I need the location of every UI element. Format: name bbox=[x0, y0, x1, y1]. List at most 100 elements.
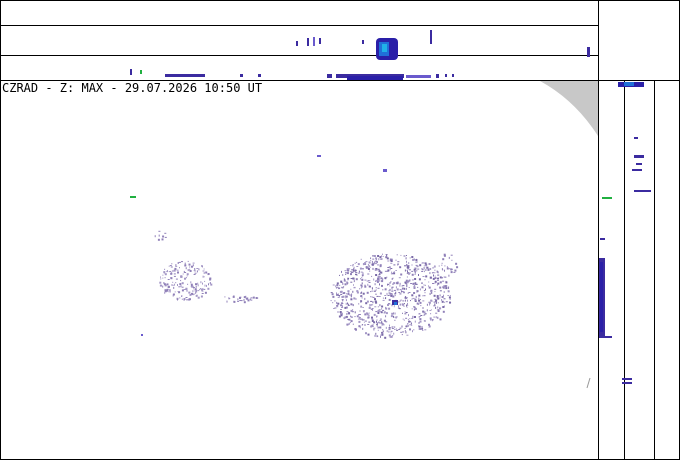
echo-pixel bbox=[395, 270, 397, 271]
echo-pixel bbox=[347, 302, 348, 305]
echo-pixel bbox=[421, 327, 423, 330]
echo-pixel bbox=[368, 280, 371, 282]
echo-pixel bbox=[414, 298, 417, 301]
main-map-echoes bbox=[154, 230, 459, 339]
echo-pixel bbox=[381, 280, 384, 283]
echo-pixel bbox=[401, 285, 403, 287]
echo-pixel bbox=[424, 279, 426, 281]
echo-pixel bbox=[390, 273, 393, 275]
echo-pixel bbox=[406, 272, 408, 274]
echo-pixel bbox=[345, 272, 347, 274]
echo-pixel bbox=[167, 285, 170, 288]
echo-pixel bbox=[385, 307, 388, 310]
echo-pixel bbox=[407, 272, 409, 275]
echo-pixel bbox=[243, 301, 246, 304]
echo-pixel bbox=[362, 263, 364, 266]
echo-pixel bbox=[169, 265, 172, 267]
echo-pixel bbox=[432, 277, 435, 280]
echo-pixel bbox=[401, 299, 403, 301]
echo-pixel bbox=[342, 295, 345, 298]
echo-pixel bbox=[181, 286, 184, 288]
echo-pixel bbox=[375, 281, 377, 282]
echo-pixel bbox=[179, 283, 182, 286]
echo-pixel bbox=[370, 257, 372, 259]
echo-pixel bbox=[382, 256, 384, 257]
echo-pixel bbox=[391, 288, 393, 290]
echo-pixel bbox=[407, 292, 409, 294]
echo-pixel bbox=[374, 289, 376, 291]
echo-pixel bbox=[382, 289, 384, 291]
echo-pixel bbox=[426, 266, 429, 269]
echo-pixel bbox=[247, 297, 249, 300]
echo-pixel bbox=[377, 255, 380, 257]
echo-pixel bbox=[422, 262, 424, 264]
echo-pixel bbox=[192, 287, 195, 288]
echo-pixel bbox=[421, 271, 424, 272]
echo-pixel bbox=[375, 268, 378, 269]
echo-pixel bbox=[394, 293, 397, 295]
echo-pixel bbox=[349, 322, 351, 324]
echo-pixel bbox=[418, 303, 420, 305]
echo-pixel bbox=[439, 318, 442, 321]
echo-pixel bbox=[203, 268, 205, 270]
echo-pixel bbox=[413, 308, 415, 311]
echo-pixel bbox=[368, 282, 371, 283]
echo-pixel bbox=[377, 287, 380, 289]
echo-pixel bbox=[352, 323, 354, 325]
echo-pixel bbox=[438, 265, 440, 267]
echo-pixel bbox=[388, 307, 391, 310]
echo-pixel bbox=[456, 266, 459, 269]
echo-pixel bbox=[358, 320, 361, 323]
echo-pixel bbox=[345, 302, 347, 305]
echo-pixel bbox=[350, 265, 352, 266]
echo-pixel bbox=[415, 295, 417, 298]
echo-pixel bbox=[164, 232, 167, 234]
echo-pixel bbox=[381, 331, 383, 333]
echo-pixel bbox=[390, 294, 393, 297]
echo-pixel bbox=[382, 297, 384, 299]
echo-pixel bbox=[354, 298, 357, 300]
right-profile-echoes bbox=[599, 82, 651, 384]
echo-pixel bbox=[173, 283, 175, 286]
echo-pixel bbox=[449, 301, 451, 304]
echo-pixel bbox=[176, 269, 179, 271]
echo-pixel bbox=[388, 327, 391, 329]
echo-pixel bbox=[429, 310, 431, 311]
echo-pixel bbox=[336, 305, 339, 308]
echo-pixel bbox=[415, 264, 418, 266]
echo-pixel bbox=[188, 291, 191, 294]
echo-pixel bbox=[354, 311, 356, 314]
echo-pixel bbox=[206, 284, 207, 287]
echo-pixel bbox=[364, 279, 367, 281]
echo-pixel bbox=[362, 327, 364, 330]
echo-pixel bbox=[436, 283, 438, 286]
echo-pixel bbox=[415, 268, 417, 270]
echo-pixel bbox=[379, 272, 381, 275]
echo-pixel bbox=[399, 303, 401, 306]
echo-pixel bbox=[192, 293, 195, 295]
echo-pixel bbox=[355, 274, 357, 275]
echo-pixel bbox=[431, 272, 433, 274]
echo-pixel bbox=[392, 295, 395, 298]
echo-pixel bbox=[414, 320, 416, 323]
echo-pixel bbox=[377, 268, 380, 270]
echo-pixel bbox=[209, 277, 212, 280]
echo-pixel bbox=[356, 290, 359, 293]
echo-pixel bbox=[371, 318, 374, 320]
echo-pixel bbox=[348, 294, 351, 296]
echo-pixel bbox=[396, 288, 399, 291]
echo-pixel bbox=[203, 272, 205, 274]
echo-pixel bbox=[200, 281, 202, 284]
echo-pixel bbox=[380, 311, 383, 314]
echo-pixel bbox=[357, 263, 360, 266]
echo-pixel bbox=[395, 259, 397, 261]
echo-pixel bbox=[401, 291, 404, 293]
echo-pixel bbox=[375, 257, 378, 260]
echo-pixel bbox=[330, 300, 332, 302]
echo-pixel bbox=[360, 278, 362, 280]
echo-pixel bbox=[336, 284, 339, 287]
echo-pixel bbox=[193, 270, 195, 272]
echo-pixel bbox=[197, 282, 199, 285]
echo-pixel bbox=[360, 296, 363, 298]
